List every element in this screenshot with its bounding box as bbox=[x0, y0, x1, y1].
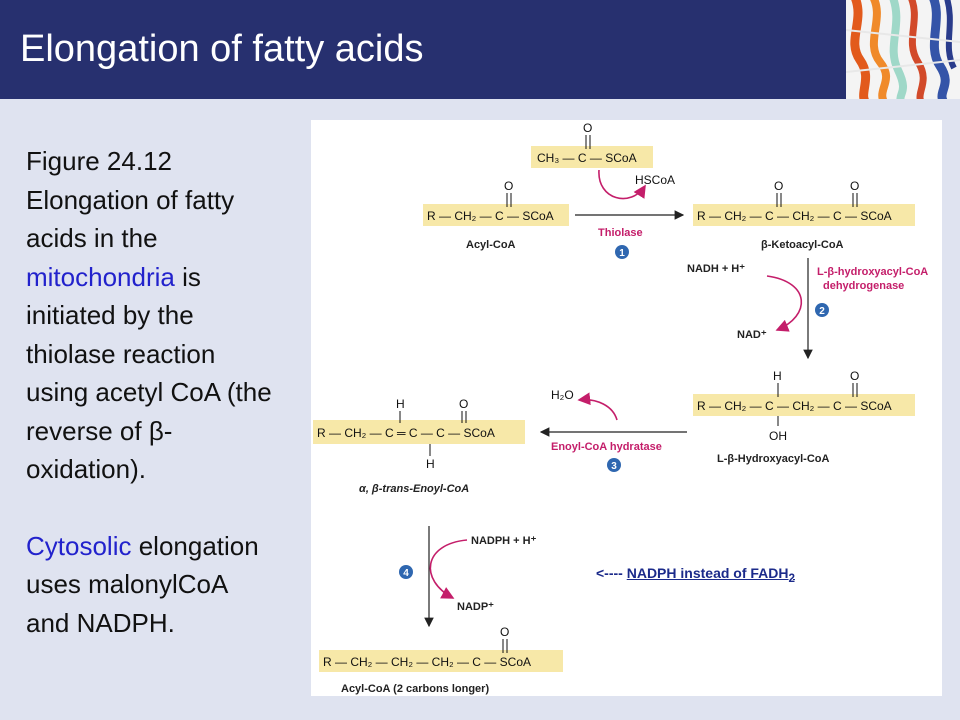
acetyl-oxygen: O bbox=[583, 121, 592, 135]
ketoacyl-formula: R — CH₂ — C — CH₂ — C — SCoA bbox=[697, 209, 892, 223]
acetyl-formula: CH₃ — C — SCoA bbox=[537, 151, 637, 165]
note-text: NADPH instead of FADH bbox=[626, 565, 789, 581]
hydratase-label: Enoyl-CoA hydratase bbox=[551, 441, 662, 453]
dehydrogenase-curved-arrow bbox=[766, 275, 803, 332]
nadh-label: NADH + H⁺ bbox=[687, 263, 745, 275]
step-2-badge: 2 bbox=[815, 303, 829, 317]
elongated-oxygen: O bbox=[500, 625, 509, 639]
step-4-number: 4 bbox=[403, 568, 409, 579]
step-2-number: 2 bbox=[819, 306, 825, 317]
enoyl-coa-molecule: R — CH₂ — C ═ C — C — SCoA H H O α, β-tr… bbox=[313, 397, 525, 495]
enoyl-formula: R — CH₂ — C ═ C — C — SCoA bbox=[317, 426, 495, 440]
elongation-pathway-figure: CH₃ — C — SCoA O R — CH₂ — C — SCoA O Ac… bbox=[311, 120, 942, 696]
ketoacyl-oxygen-2: O bbox=[850, 179, 859, 193]
step-3-badge: 3 bbox=[607, 458, 621, 472]
hydroxyacyl-hydroxyl: OH bbox=[769, 429, 787, 443]
hydroxyacyl-hydrogen: H bbox=[773, 369, 782, 383]
elongated-acyl-coa-molecule: R — CH₂ — CH₂ — CH₂ — C — SCoA O Acyl-Co… bbox=[319, 625, 563, 695]
note-link-text: NADPH instead of FADH2 bbox=[626, 565, 795, 585]
nad-label: NAD⁺ bbox=[737, 329, 767, 341]
ketoacyl-label: β-Ketoacyl-CoA bbox=[761, 239, 844, 251]
ketoacyl-oxygen-1: O bbox=[774, 179, 783, 193]
step-1-number: 1 bbox=[619, 248, 625, 259]
nadph-note: <---- NADPH instead of FADH2 bbox=[596, 565, 795, 585]
acyl-coa-molecule: R — CH₂ — C — SCoA O Acyl-CoA bbox=[423, 179, 569, 251]
title-bar bbox=[0, 0, 960, 99]
hydroxyacyl-oxygen: O bbox=[850, 369, 859, 383]
enoyl-hydrogen-top: H bbox=[396, 397, 405, 411]
ketoacyl-coa-molecule: R — CH₂ — C — CH₂ — C — SCoA O O β-Ketoa… bbox=[693, 179, 915, 251]
enoyl-oxygen: O bbox=[459, 397, 468, 411]
paragraph-mitochondria: Figure 24.12 Elongation of fatty acids i… bbox=[26, 142, 276, 489]
elongated-label: Acyl-CoA (2 carbons longer) bbox=[341, 683, 489, 695]
p1-highlight: mitochondria bbox=[26, 261, 175, 292]
hydroxyacyl-formula: R — CH₂ — C — CH₂ — C — SCoA bbox=[697, 399, 892, 413]
p2-text-end: elongation uses malonylCoA and NADPH. bbox=[26, 530, 259, 638]
reductase-curved-arrow bbox=[429, 539, 468, 599]
acetyl-coa-molecule: CH₃ — C — SCoA O bbox=[531, 121, 653, 168]
paragraph-cytosolic: Cytosolic elongation uses malonylCoA and… bbox=[26, 527, 276, 643]
body-text: Figure 24.12 Elongation of fatty acids i… bbox=[26, 142, 276, 680]
water-label: H₂O bbox=[551, 388, 574, 402]
nadp-label: NADP⁺ bbox=[457, 601, 494, 613]
dehydrogenase-label-1: L-β-hydroxyacyl-CoA bbox=[817, 266, 928, 278]
hydratase-curved-arrow bbox=[577, 392, 618, 421]
step-3-number: 3 bbox=[611, 461, 617, 472]
acyl-oxygen: O bbox=[504, 179, 513, 193]
dehydrogenase-label-2: dehydrogenase bbox=[823, 280, 904, 292]
hydroxyacyl-coa-molecule: R — CH₂ — C — CH₂ — C — SCoA H OH O L-β-… bbox=[693, 369, 915, 465]
p1-text-end: is initiated by the thiolase reaction us… bbox=[26, 261, 272, 485]
hydroxyacyl-label: L-β-Hydroxyacyl-CoA bbox=[717, 453, 830, 465]
slide-title: Elongation of fatty acids bbox=[20, 28, 424, 70]
enoyl-label: α, β-trans-Enoyl-CoA bbox=[359, 483, 469, 495]
thiolase-label: Thiolase bbox=[598, 227, 643, 239]
hscoa-label: HSCoA bbox=[635, 173, 675, 187]
step-4-badge: 4 bbox=[399, 565, 413, 579]
note-subscript: 2 bbox=[788, 571, 795, 585]
acyl-formula: R — CH₂ — C — SCoA bbox=[427, 209, 554, 223]
note-arrow: <---- bbox=[596, 565, 627, 581]
elongated-formula: R — CH₂ — CH₂ — CH₂ — C — SCoA bbox=[323, 655, 531, 669]
p2-highlight: Cytosolic bbox=[26, 530, 132, 561]
acyl-label: Acyl-CoA bbox=[466, 239, 516, 251]
step-1-badge: 1 bbox=[615, 245, 629, 259]
nadph-label: NADPH + H⁺ bbox=[471, 535, 537, 547]
thiolase-curved-arrow bbox=[598, 169, 646, 200]
protein-structure-image bbox=[846, 0, 960, 99]
enoyl-hydrogen-bottom: H bbox=[426, 457, 435, 471]
p1-text-start: Figure 24.12 Elongation of fatty acids i… bbox=[26, 146, 235, 253]
